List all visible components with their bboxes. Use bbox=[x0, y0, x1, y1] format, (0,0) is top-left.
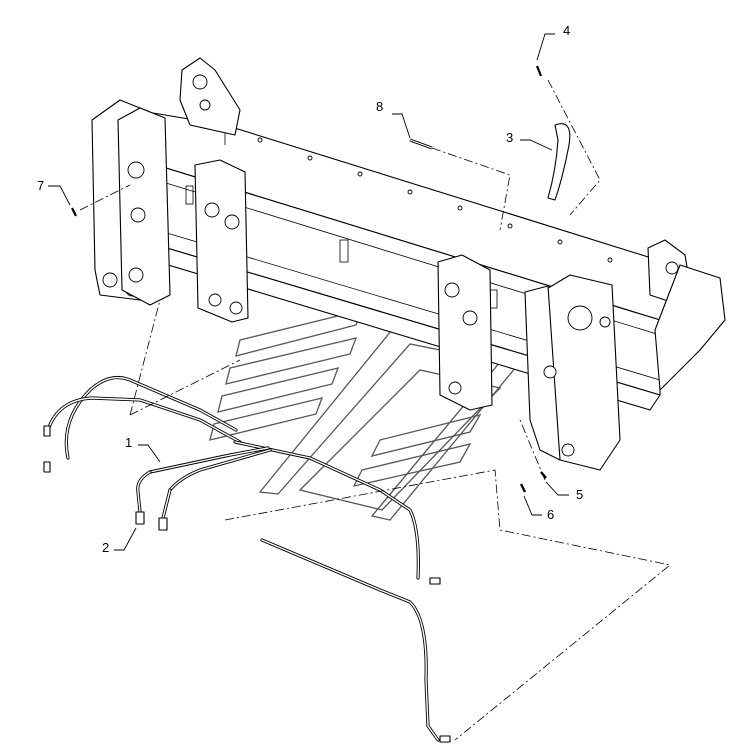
part-3-shield bbox=[547, 123, 571, 201]
callout-leaders bbox=[48, 33, 569, 551]
callout-6: 6 bbox=[547, 507, 554, 522]
callout-labels: 4 8 3 7 1 2 5 6 bbox=[37, 23, 583, 555]
part-1-hose-assembly bbox=[136, 446, 272, 520]
hydraulic-hose-upper-loop bbox=[46, 376, 420, 580]
center-right-plate bbox=[437, 254, 493, 411]
part-4-bolt bbox=[535, 65, 543, 77]
hose-end-fittings bbox=[43, 425, 451, 743]
callout-1: 1 bbox=[125, 435, 132, 450]
callout-7: 7 bbox=[37, 178, 44, 193]
callout-5: 5 bbox=[576, 487, 583, 502]
center-left-plate bbox=[194, 159, 249, 323]
part-2-fitting bbox=[135, 511, 168, 531]
callout-2: 2 bbox=[102, 540, 109, 555]
assembly-center-lines bbox=[79, 79, 671, 741]
part-7-bolt bbox=[71, 207, 77, 217]
part-8-pin bbox=[409, 138, 433, 150]
left-inner-plate bbox=[117, 107, 171, 306]
hydraulic-hose-lower-loop bbox=[260, 538, 440, 742]
right-bucket-edge bbox=[654, 264, 726, 391]
callout-3: 3 bbox=[506, 130, 513, 145]
right-large-plate bbox=[524, 274, 621, 471]
top-mounting-ear-left bbox=[179, 57, 241, 136]
callout-8: 8 bbox=[376, 99, 383, 114]
callout-4: 4 bbox=[563, 23, 570, 38]
part-6-bolt bbox=[519, 483, 527, 493]
